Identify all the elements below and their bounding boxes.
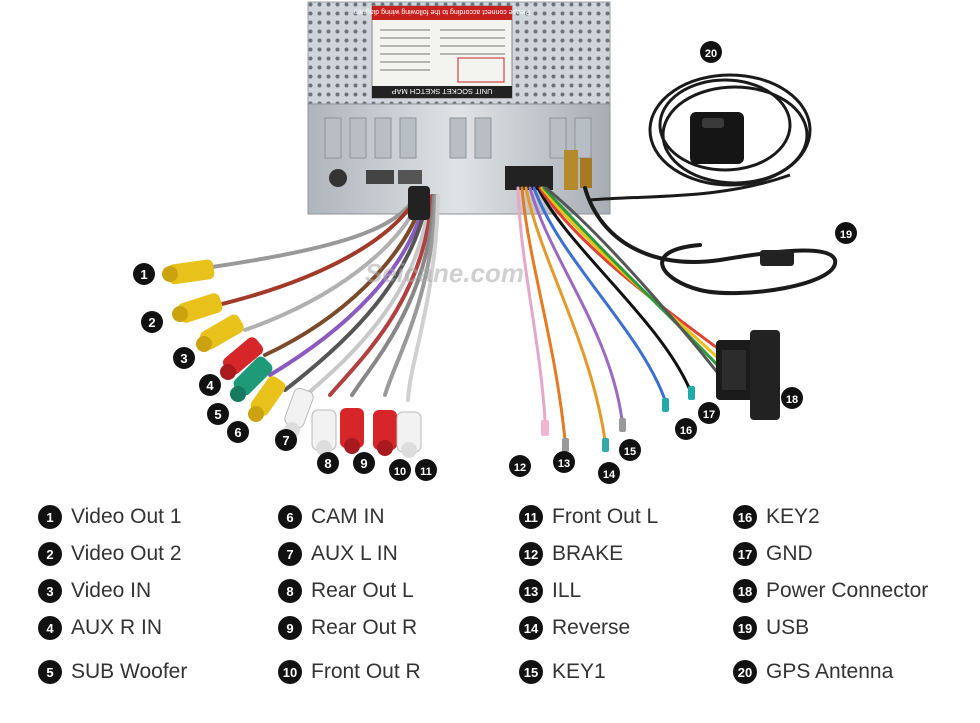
rca-front-out-r [373,410,397,456]
rear-port-left [366,170,394,184]
svg-text:20: 20 [705,48,717,60]
callout-9: 9 [353,452,375,474]
callout-badges: 1 2 3 4 5 6 7 8 9 10 11 12 13 14 15 16 1… [133,41,857,484]
callout-20: 20 [700,41,722,63]
svg-text:15: 15 [624,446,636,458]
callout-2: 2 [141,311,163,333]
svg-text:1: 1 [140,267,147,282]
unit-socket-title: UNIT SOCKET SKETCH MAP [392,87,493,96]
wire-tips [541,386,695,452]
callout-4: 4 [199,374,221,396]
svg-text:4: 4 [206,378,214,393]
callout-5: 5 [207,403,229,425]
rca-video-out-2 [172,293,223,323]
callout-15: 15 [619,439,641,461]
callout-16: 16 [675,418,697,440]
warning-text: Please connect according to the followin… [354,8,530,15]
usb-cable [583,186,838,296]
svg-text:9: 9 [360,456,367,471]
svg-text:14: 14 [603,469,616,481]
socket-sketch-label [371,5,513,99]
rca-cam-in [248,376,286,422]
callout-3: 3 [173,347,195,369]
callout-19: 19 [835,222,857,244]
svg-text:5: 5 [214,407,221,422]
svg-text:18: 18 [786,394,798,406]
usb-plug [760,250,794,266]
rca-aux-r-in [220,337,264,380]
head-unit: Please connect according to the followin… [307,1,611,215]
svg-text:6: 6 [234,425,241,440]
antenna-port [329,169,347,187]
rca-sub-woofer [230,356,273,402]
gps-antenna [589,73,812,202]
power-connector [716,330,780,420]
svg-text:12: 12 [514,462,526,474]
callout-10: 10 [389,459,411,481]
main-harness-socket [505,166,553,190]
callout-12: 12 [509,455,531,477]
watermark: Seicane.com [365,258,524,288]
callout-17: 17 [698,402,720,424]
callout-7: 7 [275,429,297,451]
svg-text:19: 19 [840,229,852,241]
callout-13: 13 [553,451,575,473]
svg-text:7: 7 [282,433,289,448]
rca-front-out-l [396,411,422,458]
svg-text:3: 3 [180,351,187,366]
callout-11: 11 [415,459,437,481]
svg-text:8: 8 [324,456,331,471]
rca-video-in [196,314,244,352]
svg-text:2: 2 [148,315,155,330]
callout-1: 1 [133,263,155,285]
rca-plugs [162,259,422,458]
power-harness [516,186,722,442]
svg-text:11: 11 [420,466,432,478]
callout-6: 6 [227,421,249,443]
callout-14: 14 [598,462,620,484]
svg-text:13: 13 [558,458,570,470]
svg-text:10: 10 [394,466,406,478]
svg-text:17: 17 [703,409,715,421]
rca-harness [203,186,440,402]
rca-rear-out-l [311,409,337,456]
callout-18: 18 [781,387,803,409]
rca-rear-out-r [340,408,364,454]
svg-text:16: 16 [680,425,692,437]
callout-8: 8 [317,452,339,474]
usb-port [564,150,578,190]
rca-video-out-1 [162,259,215,285]
